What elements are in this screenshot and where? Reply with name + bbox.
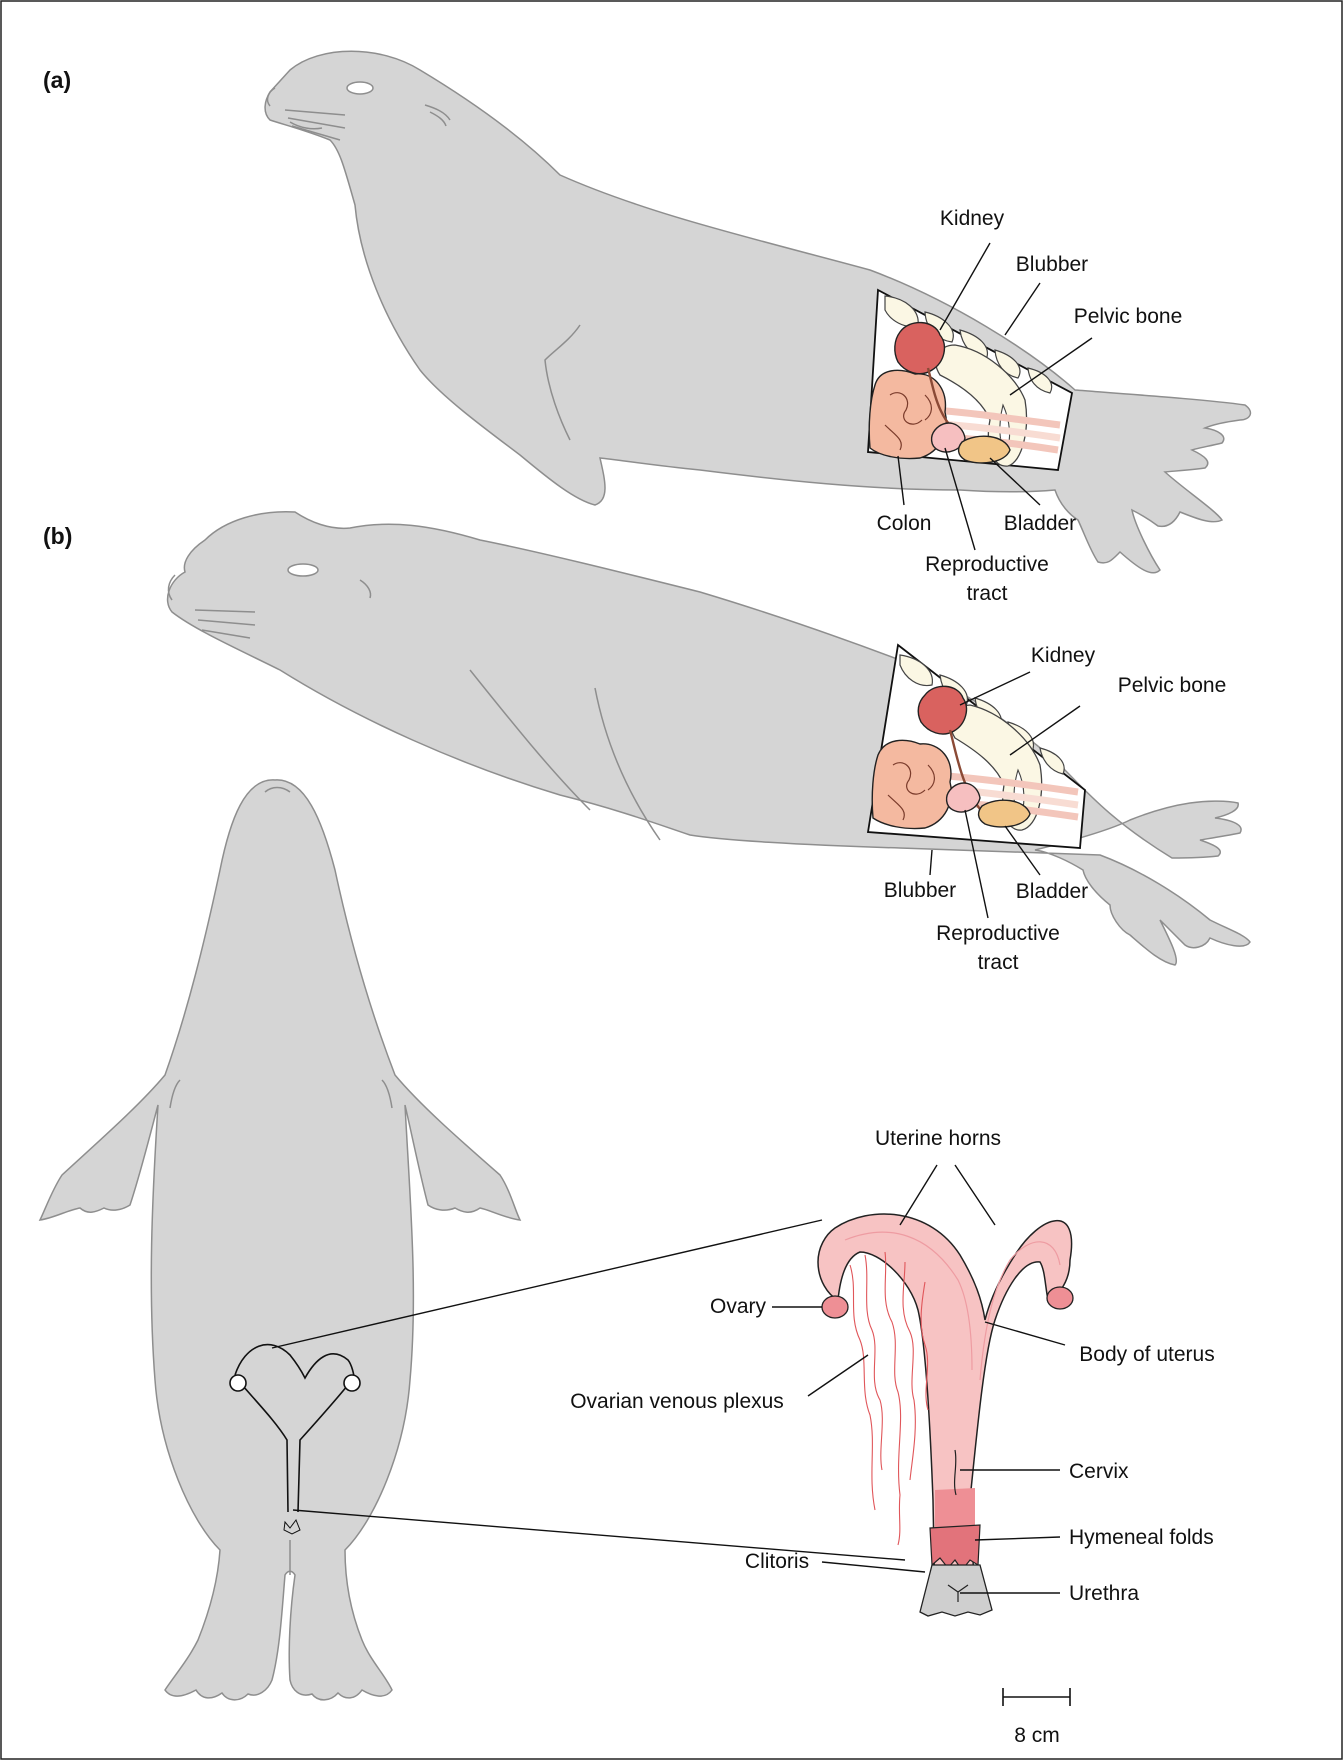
label-a-reproductive-tract-line1: Reproductive — [925, 553, 1049, 576]
label-ovary: Ovary — [710, 1295, 767, 1318]
label-b-bladder: Bladder — [1016, 880, 1088, 903]
panel-b-letter: (b) — [43, 523, 72, 549]
scale-bar-label: 8 cm — [1014, 1724, 1060, 1747]
label-b-pelvic-bone: Pelvic bone — [1118, 674, 1227, 697]
seal-a-bladder — [959, 436, 1010, 463]
seal-b-reproductive-tract — [947, 783, 980, 812]
seal-a-kidney — [895, 323, 945, 374]
label-body-of-uterus: Body of uterus — [1079, 1343, 1214, 1366]
label-hymeneal-folds: Hymeneal folds — [1069, 1526, 1214, 1549]
label-a-colon: Colon — [877, 512, 932, 535]
label-a-pelvic-bone: Pelvic bone — [1074, 305, 1183, 328]
label-a-kidney: Kidney — [940, 207, 1005, 230]
label-cervix: Cervix — [1069, 1460, 1129, 1483]
seal-b-colon — [872, 740, 951, 828]
label-urethra: Urethra — [1069, 1582, 1139, 1605]
seal-b-kidney — [918, 686, 966, 734]
label-b-reproductive-tract-line1: Reproductive — [936, 922, 1060, 945]
ovary-right — [1047, 1287, 1073, 1309]
label-uterine-horns: Uterine horns — [875, 1127, 1001, 1150]
label-b-kidney: Kidney — [1031, 644, 1096, 667]
label-clitoris: Clitoris — [745, 1550, 809, 1573]
uterus-cervix — [935, 1488, 975, 1528]
label-b-reproductive-tract-line2: tract — [978, 951, 1019, 974]
label-a-reproductive-tract-line2: tract — [967, 582, 1008, 605]
seal-b-bladder — [979, 800, 1030, 827]
label-a-bladder: Bladder — [1004, 512, 1076, 535]
panel-a-letter: (a) — [43, 67, 71, 93]
label-b-blubber: Blubber — [884, 879, 956, 902]
label-a-blubber: Blubber — [1016, 253, 1088, 276]
seal-b-eye — [288, 564, 318, 576]
seal-a-eye — [347, 82, 373, 94]
label-ovarian-venous-plexus: Ovarian venous plexus — [570, 1390, 784, 1413]
ovary-left — [822, 1296, 848, 1318]
